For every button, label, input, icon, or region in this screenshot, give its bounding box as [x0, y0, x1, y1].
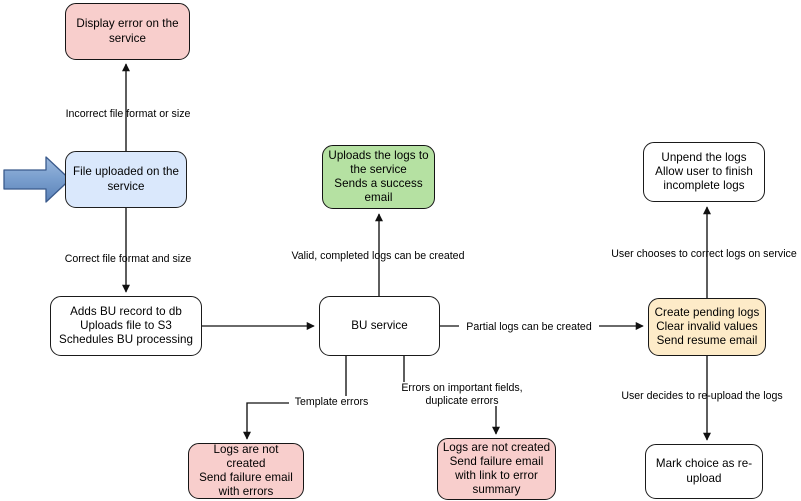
node-unpend-logs[interactable]: Unpend the logs Allow user to finish inc… [643, 142, 765, 202]
edge-label-template-errors: Template errors [289, 396, 374, 409]
node-file-uploaded[interactable]: File uploaded on the service [65, 151, 187, 208]
edge-label-valid-completed: Valid, completed logs can be created [291, 250, 465, 262]
node-logs-not-created-link[interactable]: Logs are not created Send failure email … [437, 438, 556, 500]
edge-label-partial-logs: Partial logs can be created [459, 321, 599, 334]
edge-label-errors-important: Errors on important fields, duplicate er… [401, 382, 523, 407]
node-display-error[interactable]: Display error on the service [65, 3, 190, 60]
edge-label-user-reupload: User decides to re-upload the logs [621, 390, 783, 402]
node-mark-choice-reupload[interactable]: Mark choice as re- upload [645, 444, 763, 499]
node-logs-not-created-errors[interactable]: Logs are not created Send failure email … [188, 443, 304, 499]
edge-label-incorrect-format: Incorrect file format or size [65, 108, 191, 120]
start-block-arrow [3, 156, 71, 203]
node-adds-bu-record[interactable]: Adds BU record to db Uploads file to S3 … [50, 296, 202, 356]
edge-label-correct-format: Correct file format and size [64, 253, 192, 265]
node-uploads-logs-success[interactable]: Uploads the logs to the service Sends a … [322, 145, 435, 209]
edge-label-user-corrects: User chooses to correct logs on service [611, 248, 797, 260]
node-bu-service[interactable]: BU service [319, 296, 440, 356]
node-create-pending-logs[interactable]: Create pending logs Clear invalid values… [648, 298, 766, 356]
